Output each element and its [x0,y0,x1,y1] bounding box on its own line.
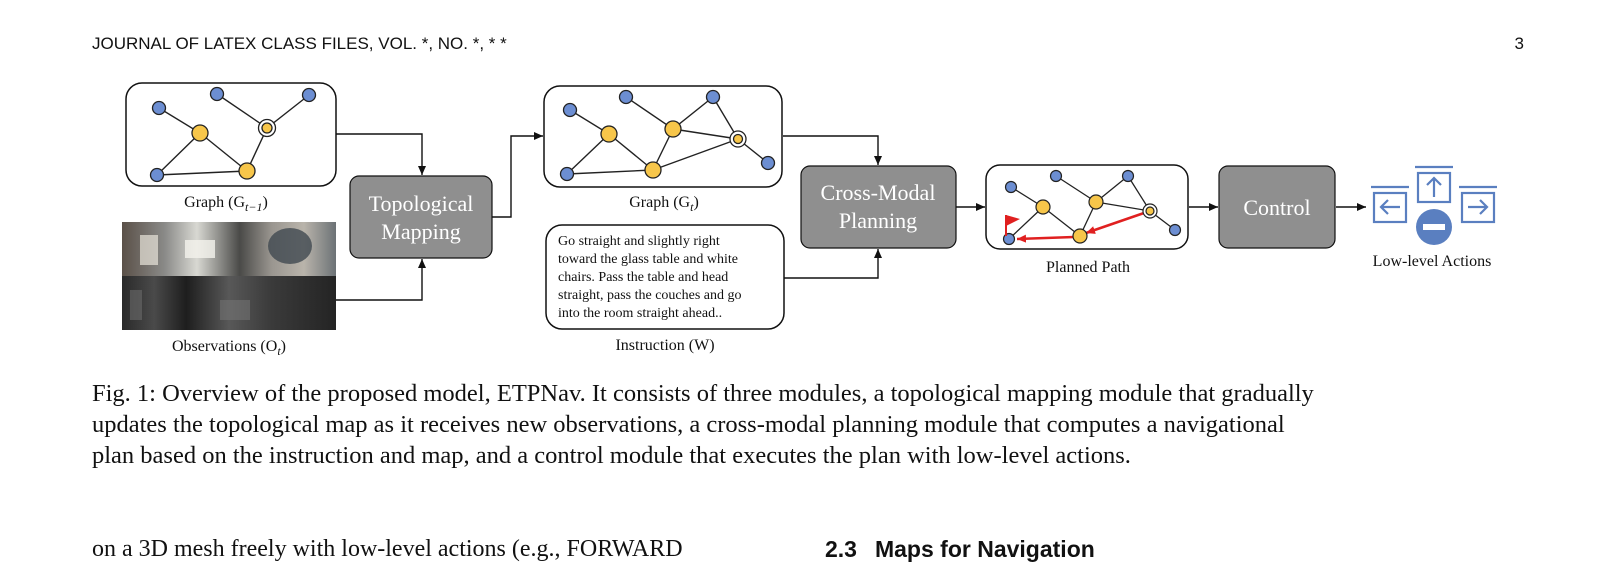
turn-right-icon [1459,185,1497,224]
figure-caption: Fig. 1: Overview of the proposed model, … [92,378,1532,471]
graph-node-visited [151,100,167,116]
body-text-fragment: on a 3D mesh freely with low-level actio… [92,536,683,562]
svg-text:Mapping: Mapping [381,219,460,244]
page-number: 3 [1514,34,1524,53]
flow-arrows [336,132,1366,301]
observations-panorama: Observations (Ot) [122,222,336,358]
control-module: Control [1218,165,1336,249]
topological-mapping-module: Topological Mapping [349,175,493,259]
svg-text:Planned Path: Planned Path [1046,259,1130,276]
svg-text:Topological: Topological [369,191,474,216]
svg-text:Graph (Gt): Graph (Gt) [629,194,699,214]
svg-text:Go straight and slightly right: Go straight and slightly right [558,234,720,249]
svg-text:Low-level Actions: Low-level Actions [1373,253,1492,270]
graph-node-visited [209,86,225,102]
forward-icon [1415,165,1453,204]
instruction-box: Go straight and slightly right toward th… [545,224,785,354]
graph-prev-panel: Graph (Gt−1) [125,82,337,214]
turn-left-icon [1371,185,1409,224]
section-heading: 2.3 Maps for Navigation [825,536,1095,563]
svg-text:Cross-Modal: Cross-Modal [821,180,936,205]
section-title: Maps for Navigation [874,536,1095,562]
stop-icon [1416,209,1452,245]
svg-text:Graph (Gt−1): Graph (Gt−1) [184,194,268,214]
caption-line: updates the topological map as it receiv… [92,411,1285,438]
svg-text:Instruction (W): Instruction (W) [615,337,714,354]
svg-text:into the room straight ahead..: into the room straight ahead.. [558,306,722,321]
graph-node-ghost [238,162,256,180]
svg-text:Control: Control [1243,195,1310,220]
svg-text:Observations (Ot): Observations (Ot) [172,338,286,358]
graph-current-panel: Graph (Gt) [543,85,783,214]
goal-flag-icon [1005,215,1020,236]
svg-text:chairs. Pass the table and hea: chairs. Pass the table and head [558,270,728,285]
overview-figure: Graph (Gt−1) Observations (Ot) Topologic… [122,82,1497,358]
svg-text:Planning: Planning [839,208,917,233]
svg-text:toward the glass table and whi: toward the glass table and white [558,252,738,267]
graph-node-visited [301,87,317,103]
low-level-actions: Low-level Actions [1371,165,1497,270]
graph-node-visited [149,167,165,183]
planned-path-panel: Planned Path [985,164,1189,276]
cross-modal-planning-module: Cross-Modal Planning [800,165,957,249]
caption-line: plan based on the instruction and map, a… [92,442,1131,469]
graph-node-current [261,122,273,134]
svg-text:straight, pass the couches and: straight, pass the couches and go [558,288,742,303]
caption-line: Fig. 1: Overview of the proposed model, … [92,380,1314,407]
graph-node-ghost [191,124,209,142]
section-number: 2.3 [825,536,857,562]
latex-logo: LATEX [203,34,257,53]
running-header: JOURNAL OF LATEX CLASS FILES, VOL. *, NO… [92,34,507,53]
